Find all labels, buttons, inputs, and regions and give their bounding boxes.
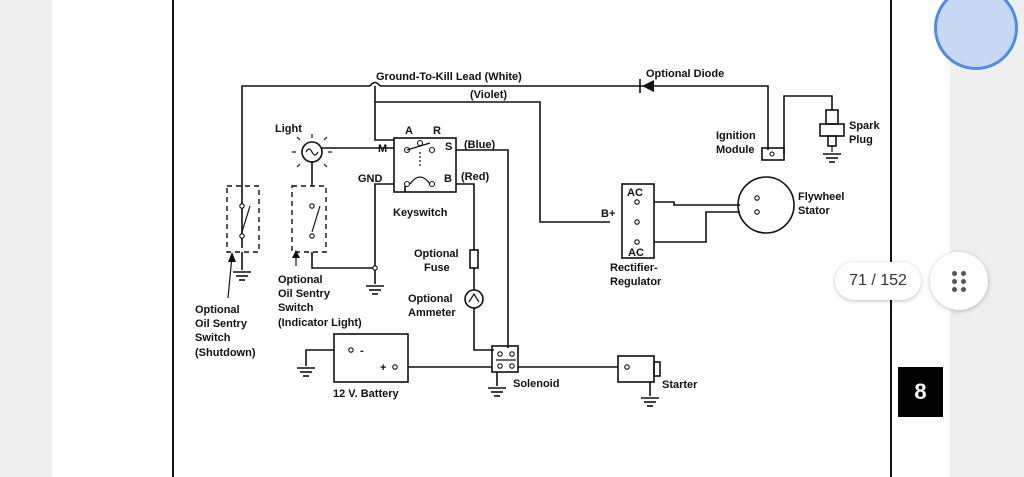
rectifier-regulator-symbol <box>621 183 655 259</box>
optional-fuse-symbol <box>469 249 479 269</box>
optional-diode-symbol <box>632 79 656 93</box>
label-sentry-shut-4: (Shutdown) <box>195 347 256 359</box>
label-starter: Starter <box>662 379 698 391</box>
label-gnd: GND <box>358 173 383 185</box>
label-ignition-1: Ignition <box>716 130 756 142</box>
label-battery-plus: + <box>380 362 386 374</box>
label-flywheel-1: Flywheel <box>798 191 844 203</box>
drag-grip-icon <box>951 270 967 292</box>
spark-plug-symbol <box>819 109 845 152</box>
label-fuse-2: Fuse <box>424 262 450 274</box>
starter-symbol <box>617 355 661 383</box>
label-terminal-b: B <box>444 173 452 185</box>
blue-wire <box>456 149 509 348</box>
chapter-tab-marker: 8 <box>898 367 943 417</box>
label-sentry-shut-3: Switch <box>195 332 231 344</box>
label-ground-to-kill: Ground-To-Kill Lead (White) <box>376 71 522 83</box>
label-light: Light <box>275 123 302 135</box>
label-terminal-a: A <box>405 125 413 137</box>
label-sentry-shut-2: Oil Sentry <box>195 318 248 330</box>
label-sentry-light-2: Oil Sentry <box>278 288 331 300</box>
document-page <box>52 0 950 477</box>
label-sentry-light-4: (Indicator Light) <box>278 317 362 329</box>
label-ammeter-1: Optional <box>408 293 453 305</box>
label-flywheel-2: Stator <box>798 205 831 217</box>
spark-plug-wire <box>783 95 833 154</box>
label-ac-bottom: AC <box>628 247 644 259</box>
ac-bottom-wire <box>654 211 740 243</box>
label-sentry-light-3: Switch <box>278 302 314 314</box>
keyswitch-ground-wire <box>374 183 406 284</box>
label-battery-minus: - <box>360 345 364 357</box>
battery-negative-wire <box>305 349 334 366</box>
violet-to-keyswitch <box>374 102 394 141</box>
label-keyswitch: Keyswitch <box>393 207 448 219</box>
label-battery: 12 V. Battery <box>333 388 400 400</box>
battery-symbol <box>333 333 409 383</box>
ammeter-to-solenoid-wire <box>473 308 494 351</box>
label-rectifier-2: Regulator <box>610 276 662 288</box>
floating-action-button[interactable] <box>934 0 1018 70</box>
solenoid-symbol <box>491 345 519 373</box>
violet-wire <box>374 86 610 223</box>
page-frame-right-border <box>890 0 892 477</box>
label-fuse-1: Optional <box>414 248 459 260</box>
label-spark-1: Spark <box>849 120 880 132</box>
light-bulb-symbol <box>292 134 332 168</box>
shutdown-pointer <box>227 255 233 299</box>
label-terminal-m: M <box>378 143 387 155</box>
label-b-plus: B+ <box>601 208 615 220</box>
page-frame-left-border <box>172 0 174 477</box>
oil-sentry-shutdown-switch <box>226 185 260 253</box>
label-spark-2: Plug <box>849 134 873 146</box>
label-ac-top: AC <box>627 187 643 199</box>
label-red: (Red) <box>461 171 489 183</box>
scroll-drag-handle[interactable] <box>930 252 988 310</box>
label-rectifier-1: Rectifier- <box>610 262 658 274</box>
optional-ammeter-symbol <box>464 289 484 309</box>
label-sentry-shut-1: Optional <box>195 304 240 316</box>
ignition-module-symbol <box>761 147 785 161</box>
keyswitch-symbol <box>393 137 457 193</box>
label-ignition-2: Module <box>716 144 755 156</box>
label-terminal-r: R <box>433 125 441 137</box>
label-ammeter-2: Ammeter <box>408 307 456 319</box>
label-optional-diode: Optional Diode <box>646 68 724 80</box>
label-sentry-light-1: Optional <box>278 274 323 286</box>
oil-sentry-indicator-switch <box>291 185 327 253</box>
label-solenoid: Solenoid <box>513 378 559 390</box>
red-wire <box>456 183 475 250</box>
label-blue: (Blue) <box>464 139 496 151</box>
ac-top-wire <box>654 201 740 206</box>
ground-to-kill-wire <box>241 85 769 248</box>
label-violet: (Violet) <box>470 89 507 101</box>
label-terminal-s: S <box>445 141 452 153</box>
sentry-to-ground-wire <box>311 252 375 269</box>
page-number-indicator: 71 / 152 <box>835 262 921 300</box>
wire-crossover <box>369 81 381 87</box>
flywheel-stator-symbol <box>737 176 795 234</box>
